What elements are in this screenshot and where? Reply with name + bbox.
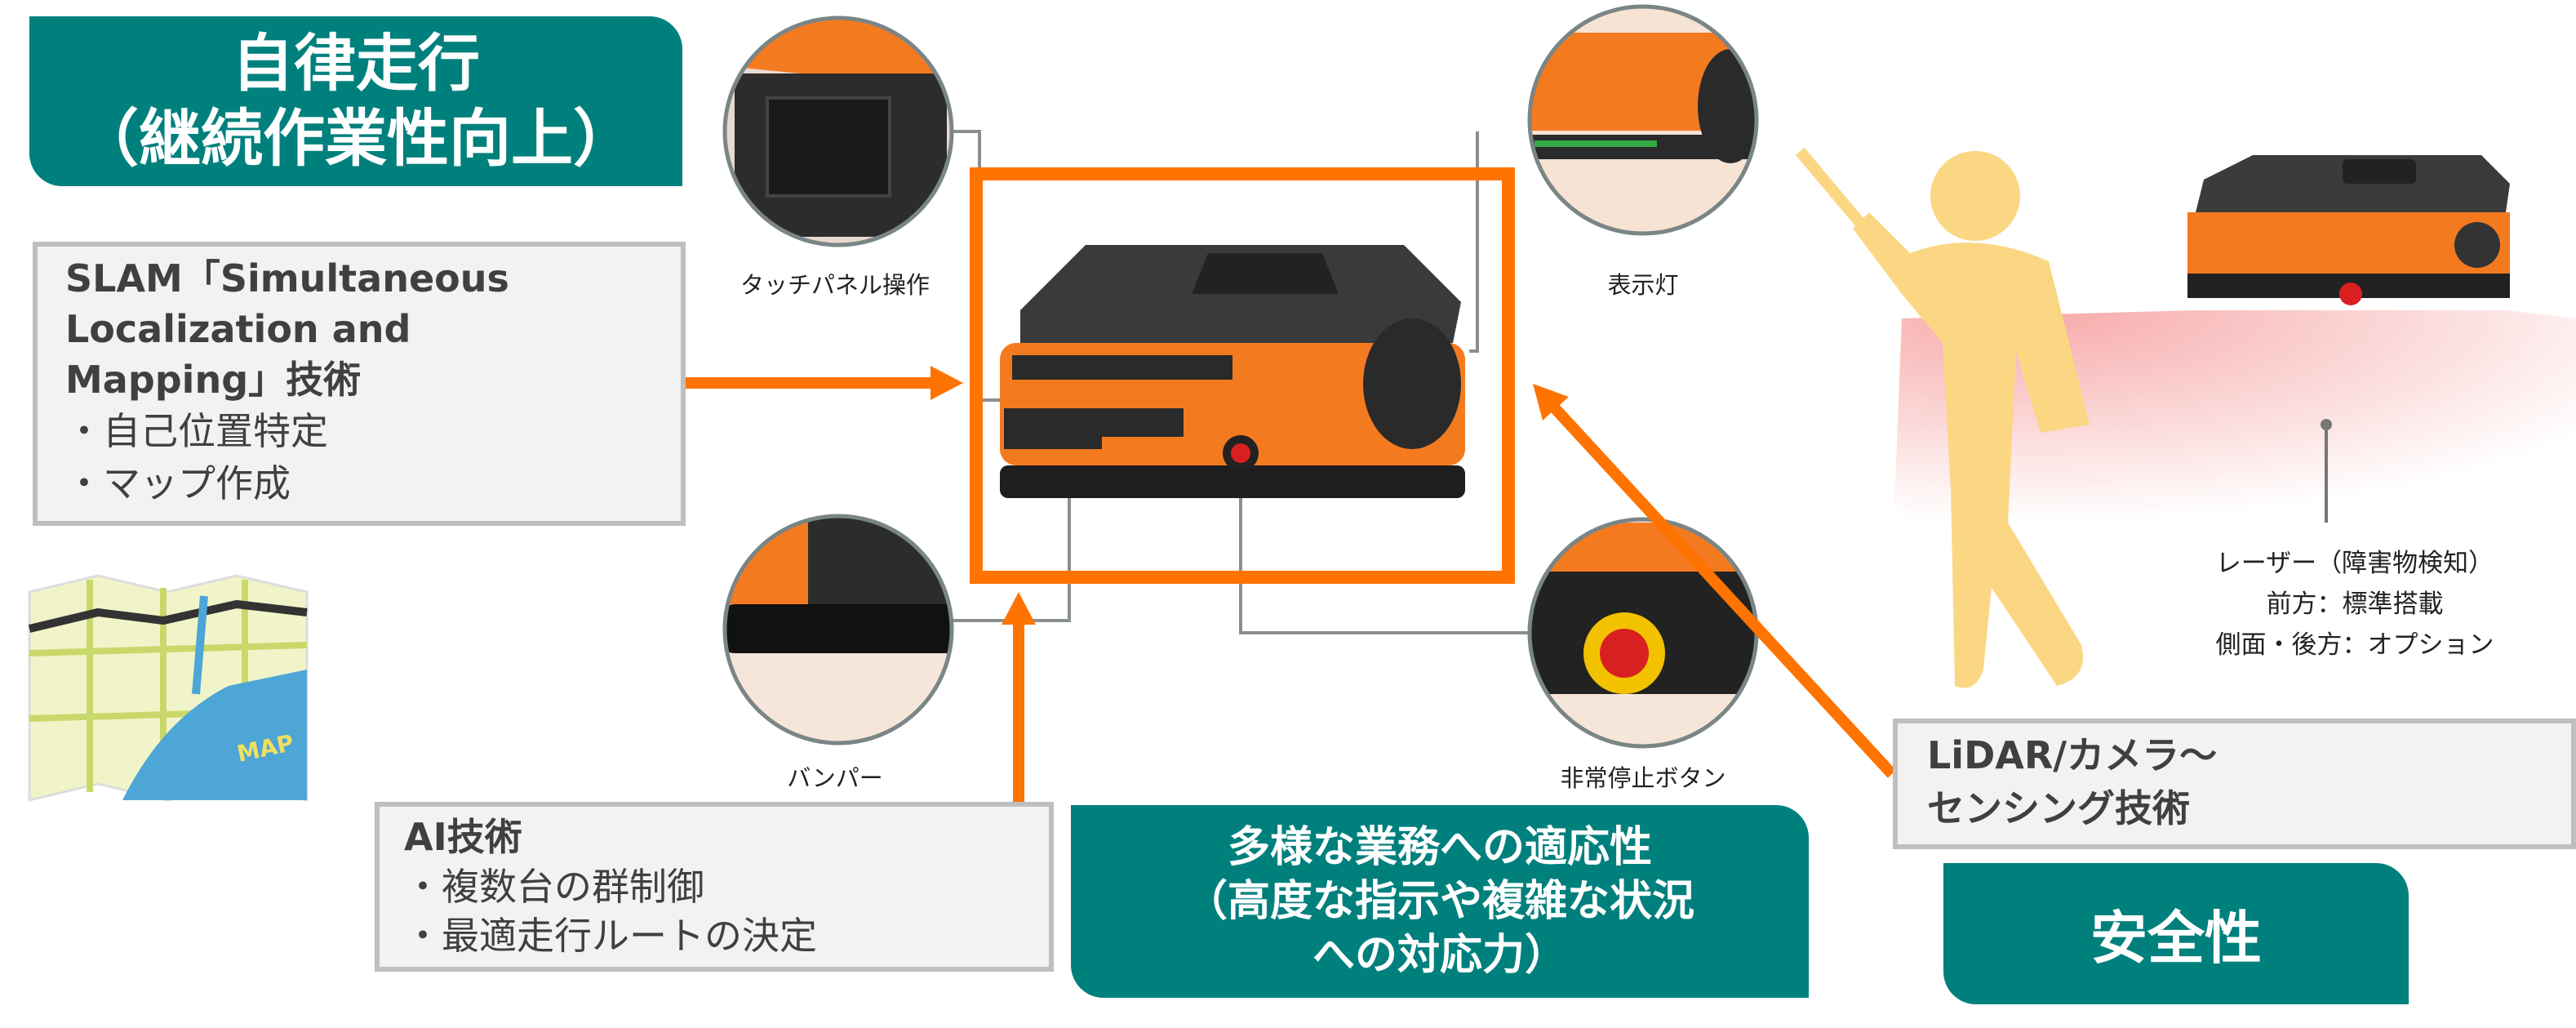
emergency-stop-label: 非常停止ボタン <box>1560 764 1726 792</box>
lidar-box: LiDAR/カメラ～ センシング技術 <box>1893 719 2576 849</box>
adaptability-badge: 多様な業務への適応性 （高度な指示や複雑な状況 への対応力） <box>1071 805 1809 998</box>
robot-image <box>1000 245 1465 498</box>
safety-title: 安全性 <box>2090 905 2262 972</box>
slam-heading-3: Mapping」技術 <box>65 358 362 402</box>
laser-side-rear: 側面・後方：オプション <box>2215 630 2494 660</box>
map-icon <box>28 574 309 802</box>
lidar-line: センシング技術 <box>1927 786 2190 830</box>
slam-bullet: ・自己位置特定 <box>65 409 328 453</box>
indicator-label: 表示灯 <box>1607 271 1679 299</box>
robot-highlight-frame <box>970 167 1515 584</box>
autonomous-title: 自律走行 <box>232 27 480 100</box>
ai-box: AI技術 ・複数台の群制御 ・最適走行ルートの決定 <box>375 802 1054 972</box>
laser-front: 前方：標準搭載 <box>2266 590 2444 619</box>
bumper-label: バンパー <box>787 764 883 792</box>
ai-bullet: ・複数台の群制御 <box>404 865 704 909</box>
slam-bullet: ・マップ作成 <box>65 461 291 505</box>
ai-bullet: ・最適走行ルートの決定 <box>404 914 817 958</box>
autonomous-driving-badge: 自律走行 （継続作業性向上） <box>29 16 682 186</box>
arrows <box>682 366 1897 802</box>
slam-heading-2: Localization and <box>65 307 411 351</box>
slam-box: SLAM「Simultaneous Localization and Mappi… <box>33 242 686 526</box>
adaptability-line: への対応力） <box>1312 931 1567 980</box>
person-icon <box>1795 147 2090 688</box>
indicator-detail-image <box>1530 7 1756 233</box>
lidar-line: LiDAR/カメラ～ <box>1927 733 2218 777</box>
ai-heading: AI技術 <box>404 815 522 859</box>
autonomous-subtitle: （継続作業性向上） <box>77 102 635 175</box>
safety-badge: 安全性 <box>1943 863 2409 1004</box>
touch-panel-label: タッチパネル操作 <box>739 271 930 299</box>
adaptability-line: 多様な業務への適応性 <box>1227 823 1652 872</box>
adaptability-line: （高度な指示や複雑な状況 <box>1184 877 1694 926</box>
laser-title: レーザー（障害物検知） <box>2215 549 2494 578</box>
slam-heading-1: SLAM「Simultaneous <box>65 256 509 300</box>
small-robot-image <box>2187 155 2510 305</box>
